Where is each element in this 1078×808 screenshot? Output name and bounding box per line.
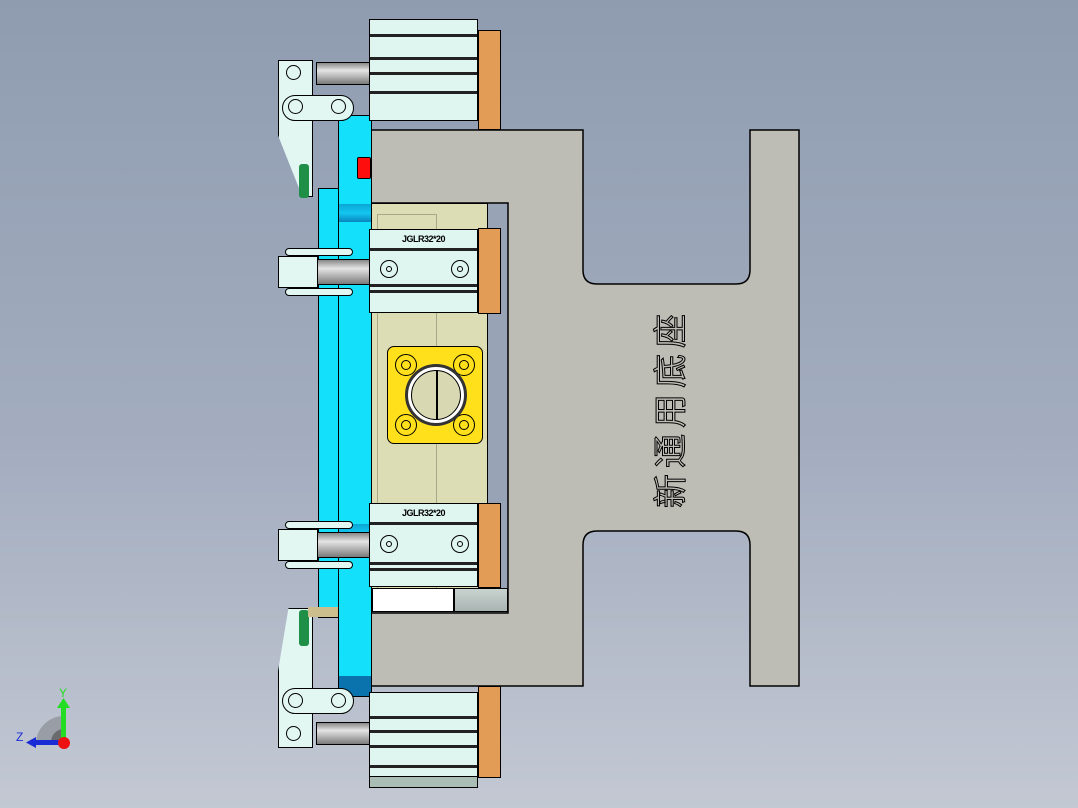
top-cylinder-end-cap — [478, 30, 501, 130]
cylinder-model-label: JGLR32*20 — [402, 234, 446, 244]
guide-rail — [454, 588, 508, 612]
yoke-bar — [285, 521, 353, 529]
bottom-piston-rod — [316, 722, 370, 745]
locator-flange[interactable] — [387, 346, 483, 444]
stopper-red[interactable] — [357, 157, 371, 179]
pivot-pin-icon — [288, 99, 303, 114]
pivot-pin-icon — [286, 65, 301, 80]
mid-clamp-cylinder-2[interactable]: JGLR32*20 — [369, 503, 478, 587]
bolt-hole-icon — [395, 354, 417, 376]
mid-clamp-cylinder-1[interactable]: JGLR32*20 — [369, 229, 478, 313]
yoke-bar — [285, 561, 353, 569]
triad-y-label: Y — [59, 686, 68, 700]
bolt-hole-icon — [453, 414, 475, 436]
top-piston-rod — [316, 62, 370, 85]
locator-bore — [405, 364, 467, 426]
pivot-pin-icon — [331, 99, 346, 114]
adjust-screw — [308, 607, 338, 617]
triad-z-label: Z — [16, 730, 24, 744]
plate-slot — [339, 204, 371, 222]
cylinder-base-strip — [369, 776, 478, 788]
fixture-main-plate[interactable] — [338, 115, 372, 697]
pivot-pin-icon — [288, 693, 303, 708]
pivot-pin-icon — [331, 693, 346, 708]
bolt-hole-icon — [395, 414, 417, 436]
view-triad[interactable]: Y Z — [14, 686, 74, 752]
top-clamp-cylinder[interactable] — [369, 19, 478, 121]
mid-clamp-yoke-1[interactable] — [278, 256, 318, 288]
mid-clamp-yoke-2[interactable] — [278, 529, 318, 561]
bottom-clamp-cylinder[interactable] — [369, 692, 478, 788]
bottom-cylinder-end-cap — [478, 686, 501, 778]
bolt-hole-icon — [453, 354, 475, 376]
cylinder-model-label: JGLR32*20 — [402, 508, 446, 518]
mid-cylinder-2-end-cap — [478, 503, 501, 588]
guide-block — [372, 588, 454, 612]
mid-piston-rod-1 — [316, 259, 370, 285]
bottom-clamp-pad — [299, 610, 309, 646]
yoke-bar — [285, 288, 353, 296]
triad-icon — [26, 698, 70, 749]
mid-cylinder-1-end-cap — [478, 228, 501, 314]
pivot-pin-icon — [286, 726, 301, 741]
mid-piston-rod-2 — [316, 532, 370, 558]
base-plate-label: 新通用底座 — [651, 308, 692, 509]
top-clamp-pad — [299, 164, 309, 198]
yoke-bar — [285, 248, 353, 256]
